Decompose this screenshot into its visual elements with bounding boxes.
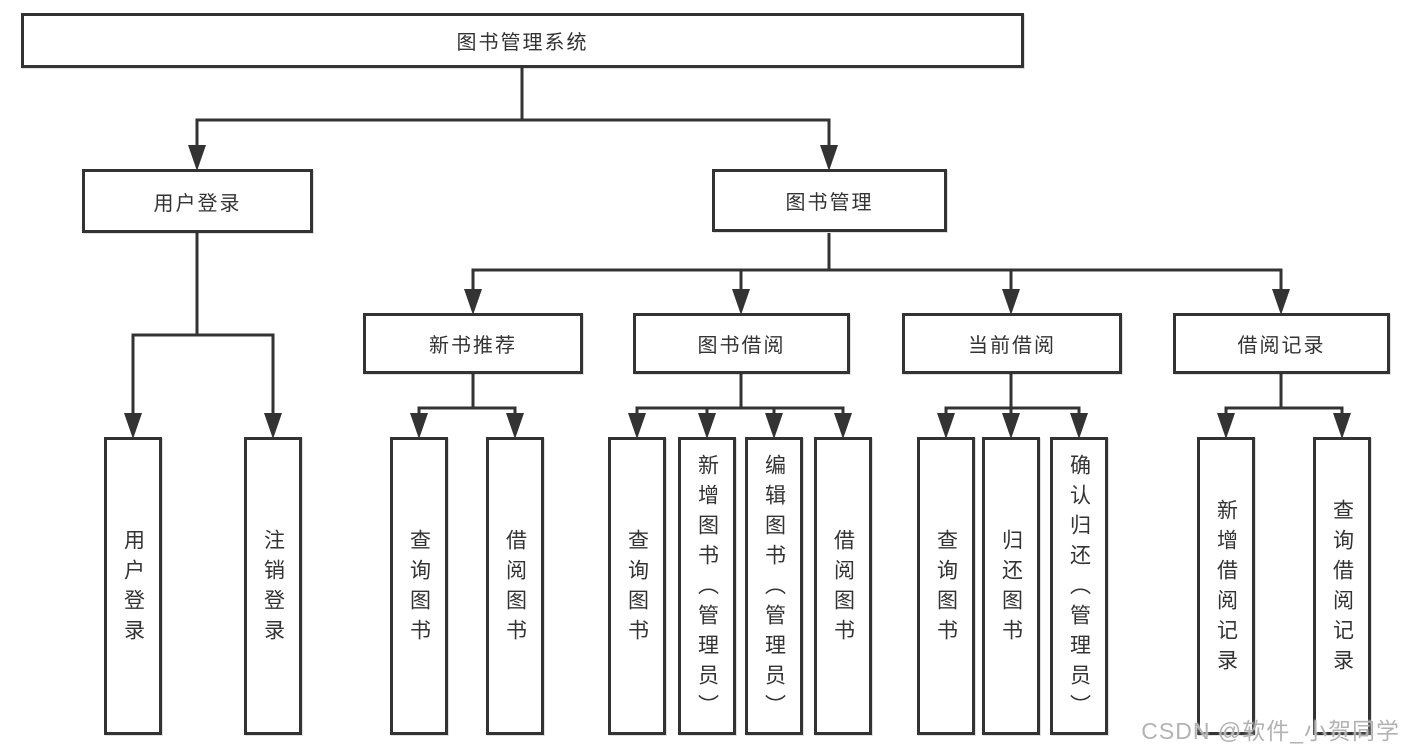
leaf-cb-query-books: 查询图书: [917, 437, 975, 735]
csdn-watermark: CSDN @软件_小贺同学: [1141, 718, 1400, 744]
leaf-br-query-record: 查询借阅记录: [1313, 437, 1371, 735]
node-book-management: 图书管理: [712, 169, 947, 232]
leaf-bb-borrow-books: 借阅图书: [814, 437, 872, 735]
leaf-cb-return-books: 归还图书: [982, 437, 1040, 735]
node-borrow-records: 借阅记录: [1173, 313, 1390, 374]
leaf-br-add-record: 新增借阅记录: [1197, 437, 1255, 735]
node-user-login: 用户登录: [82, 169, 313, 233]
node-book-borrow: 图书借阅: [633, 313, 850, 374]
node-library-system: 图书管理系统: [21, 13, 1024, 68]
node-new-book-recommend: 新书推荐: [363, 313, 583, 374]
leaf-bb-edit-books-admin: 编辑图书（管理员）: [745, 437, 803, 735]
leaf-nbr-query-books: 查询图书: [390, 437, 448, 735]
leaf-user-login: 用户登录: [104, 437, 162, 735]
leaf-bb-query-books: 查询图书: [608, 437, 666, 735]
leaf-nbr-borrow-books: 借阅图书: [486, 437, 544, 735]
leaf-bb-add-books-admin: 新增图书（管理员）: [678, 437, 736, 735]
leaf-logout: 注销登录: [244, 437, 302, 735]
leaf-cb-confirm-return-admin: 确认归还（管理员）: [1050, 437, 1108, 735]
node-current-borrow: 当前借阅: [902, 313, 1122, 374]
